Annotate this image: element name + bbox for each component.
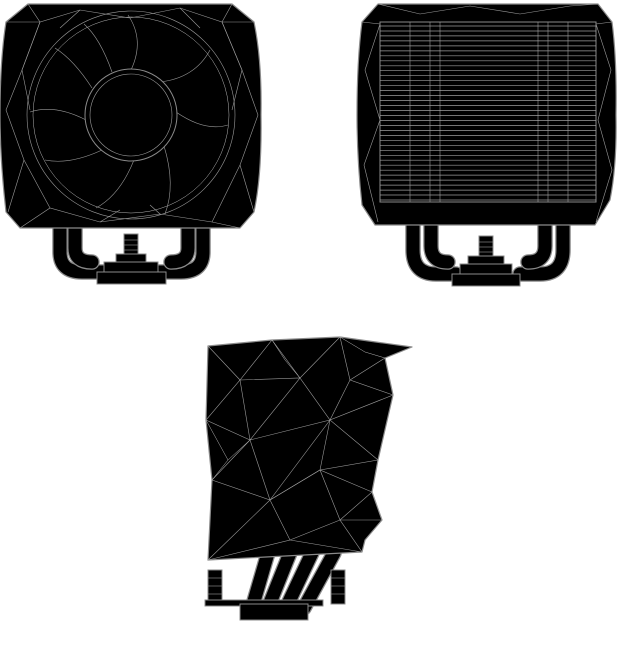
front-view	[0, 3, 262, 285]
side-base-plate	[204, 599, 324, 621]
side-mount-screw-left	[207, 569, 223, 605]
front-heatpipes	[52, 217, 211, 280]
front-fan-hub	[84, 68, 178, 162]
back-heatsink-fin-stack	[379, 21, 597, 203]
back-shroud-mesh	[361, 3, 613, 223]
front-shroud-mesh	[5, 3, 259, 229]
back-fin-verticals	[409, 22, 569, 202]
back-base-plate	[451, 263, 521, 287]
back-view	[356, 3, 617, 287]
side-heatpipes	[244, 545, 342, 616]
front-fan-blades	[29, 14, 229, 215]
back-mount-screw	[467, 235, 505, 265]
front-mount-screw	[115, 233, 147, 263]
back-heatpipes	[405, 197, 571, 282]
side-profile-mesh	[205, 336, 394, 561]
back-heatsink-fins	[380, 25, 596, 201]
side-mount-screw-right	[330, 569, 346, 605]
side-view	[204, 336, 413, 621]
front-base-plate	[96, 261, 167, 285]
side-cooler-profile	[205, 336, 413, 561]
front-fan-ring	[26, 10, 236, 220]
